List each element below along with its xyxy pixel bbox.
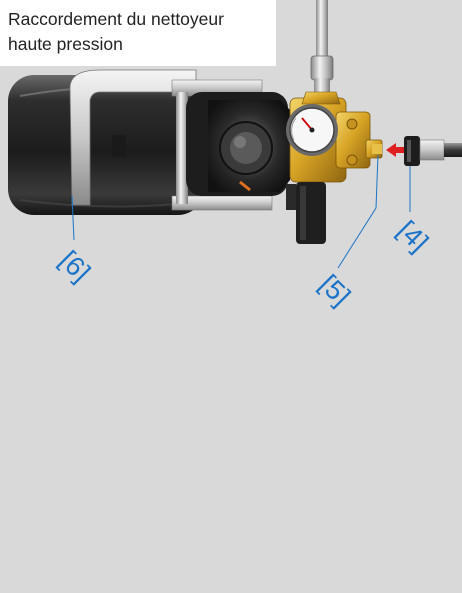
bell-housing [186, 92, 290, 196]
motor-6 [8, 69, 273, 215]
leader-lines [71, 154, 411, 269]
valve-block [286, 182, 326, 244]
callout-4: [4] [392, 215, 434, 257]
connection-arrow [386, 143, 404, 157]
pressure-gauge [286, 104, 338, 156]
title-line-2: haute pression [8, 34, 123, 54]
vertical-pipe [310, 0, 334, 96]
title-box: Raccordement du nettoyeur haute pression [0, 0, 276, 66]
callout-5: [5] [314, 269, 356, 311]
title-line-1: Raccordement du nettoyeur [8, 9, 224, 29]
callout-6: [6] [54, 245, 96, 287]
hose-connector-4 [404, 136, 462, 166]
